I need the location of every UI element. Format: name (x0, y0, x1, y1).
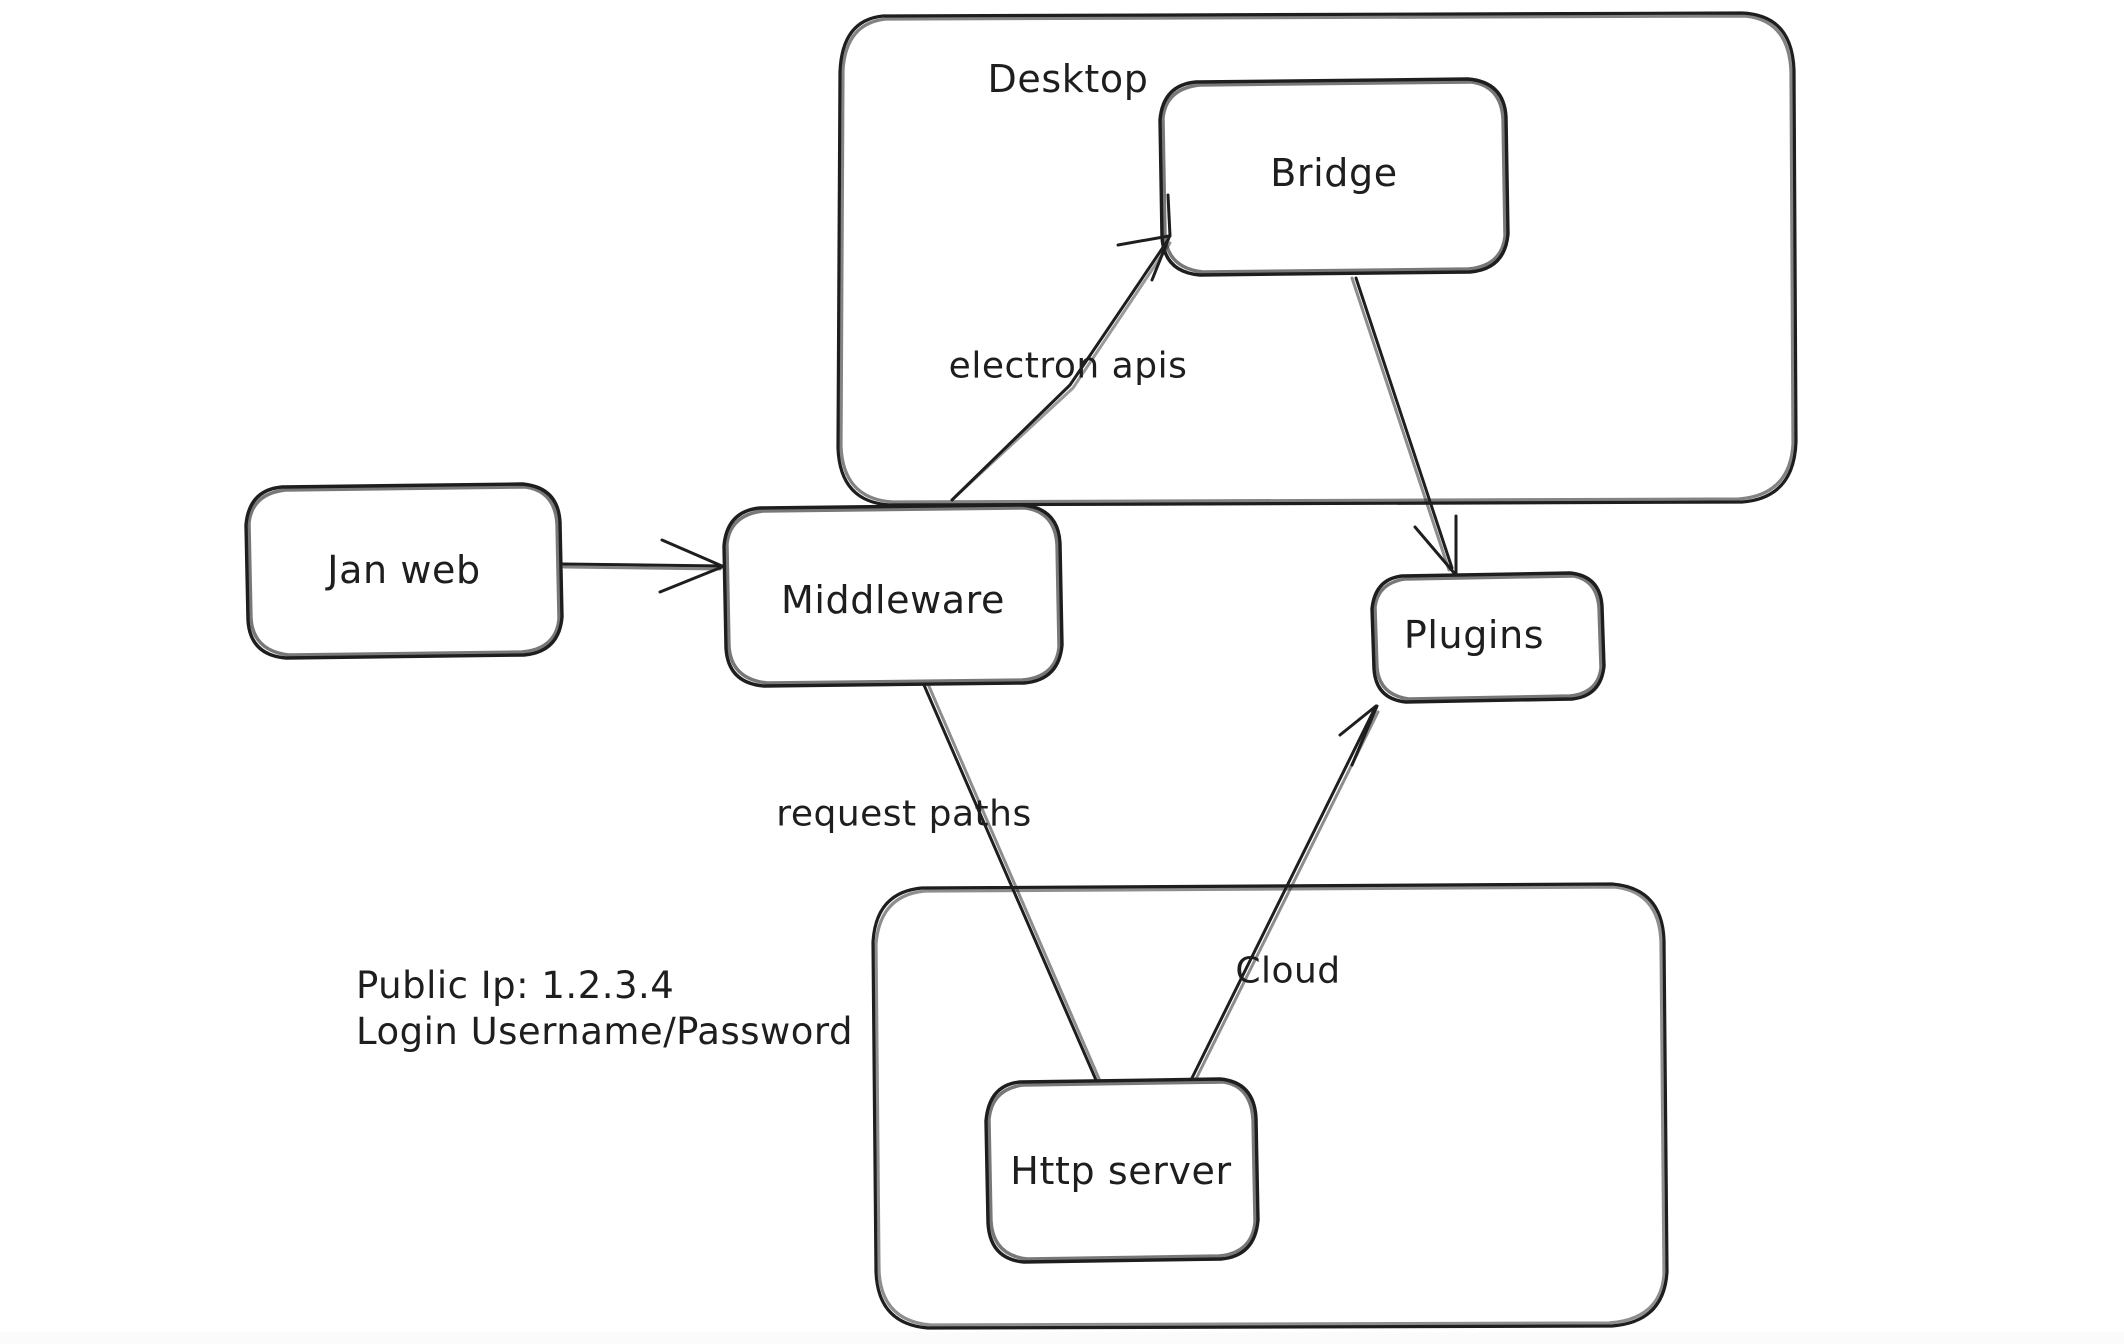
group-label-desktop: Desktop (987, 57, 1149, 101)
node-middleware-outline (722, 503, 1064, 688)
group-desktop-outline (836, 11, 1798, 507)
notes-block: Public Ip: 1.2.3.4 Login Username/Passwo… (356, 963, 853, 1056)
node-http-server-outline (984, 1077, 1260, 1264)
edge-middleware-to-bridge (950, 193, 1172, 502)
edge-bridge-to-plugins (1350, 276, 1458, 576)
node-label-jan-web[interactable]: Jan web (327, 548, 481, 592)
edge-label-cloud: Cloud (1235, 950, 1341, 992)
bottom-edge-strip (0, 1332, 2124, 1344)
node-label-http-server[interactable]: Http server (1010, 1149, 1232, 1193)
node-label-plugins[interactable]: Plugins (1403, 613, 1545, 657)
node-label-bridge[interactable]: Bridge (1270, 151, 1398, 195)
edge-http-server-to-plugins (1190, 704, 1380, 1081)
edge-label-request-paths: request paths (776, 793, 1032, 835)
node-plugins-outline (1370, 571, 1606, 704)
note-login-credentials: Login Username/Password (356, 1010, 853, 1054)
node-bridge-outline (1158, 77, 1510, 277)
group-cloud-outline (871, 882, 1669, 1330)
node-label-middleware[interactable]: Middleware (780, 578, 1006, 622)
edge-middleware-to-http-server (922, 682, 1102, 1083)
node-jan-web-outline (244, 482, 564, 660)
edge-label-electron-apis: electron apis (948, 345, 1188, 387)
edge-jan-web-to-middleware (560, 538, 724, 594)
note-public-ip: Public Ip: 1.2.3.4 (356, 964, 675, 1007)
